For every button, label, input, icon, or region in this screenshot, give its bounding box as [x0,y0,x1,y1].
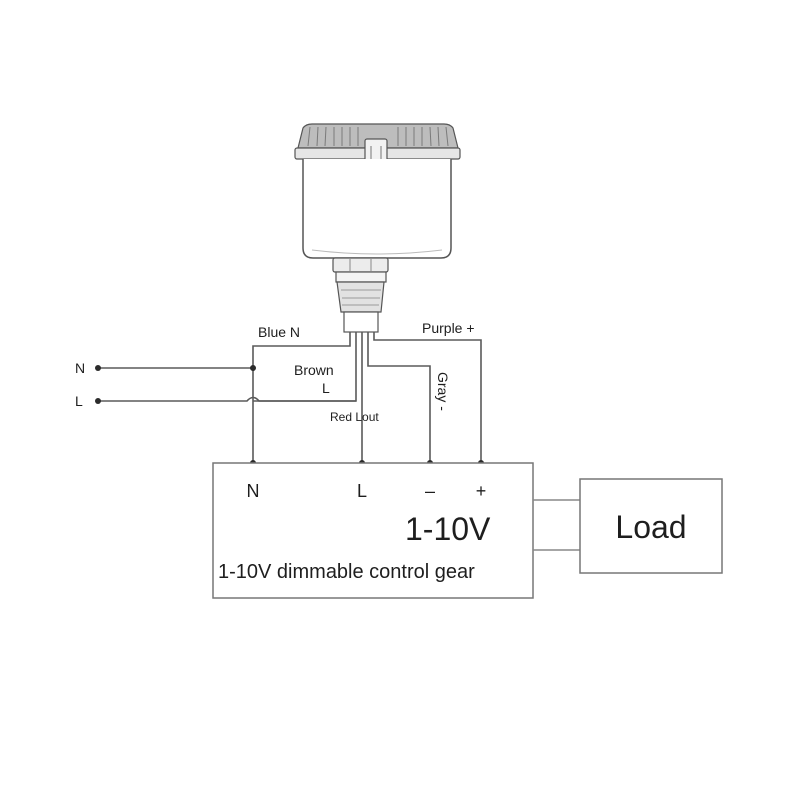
control-gear-box [212,462,534,599]
wire-label-brown-l: L [322,380,330,396]
wire-label-purple: Purple + [422,320,475,336]
load: Load [579,478,723,574]
control-gear: N L – + 1-10V 1-10V dimmable control gea… [212,462,534,599]
cable-sleeve [343,311,379,333]
terminal-label-n: N [247,481,260,501]
supply-label-n: N [75,360,85,376]
wire-label-red: Red Lout [330,410,379,424]
sensor-device [294,123,461,333]
sensor-body [302,159,452,259]
terminal-label-l: L [357,481,367,501]
cable-gland-seal [336,281,385,313]
wire-label-gray: Gray - [435,372,451,411]
wire-label-blue: Blue N [258,324,300,340]
cable-gland-body [335,271,387,283]
wire-blue-n [252,332,351,463]
sensor-cap-ribs [307,126,449,147]
control-gear-type: 1-10V [405,511,491,547]
junction-n-node [250,365,256,371]
terminal-label-minus: – [425,481,435,501]
control-gear-description: 1-10V dimmable control gear [218,561,475,583]
wire-labels: N L Blue N Brown L Red Lout Gray - Purpl… [75,320,475,424]
load-box [579,478,723,574]
wire-gray-minus [367,332,431,463]
supply-line-l [98,396,356,402]
gear-load-connection [533,499,580,551]
sensor-cap [297,123,459,149]
supply-label-l: L [75,393,83,409]
junction-supply-l-start [95,398,101,404]
wire-purple-plus [373,332,482,463]
junction-supply-n-start [95,365,101,371]
wire-label-brown: Brown [294,362,334,378]
cable-gland-nut [332,257,389,273]
wires [98,332,482,463]
junctions [95,365,484,466]
terminal-label-plus: + [476,481,487,501]
load-label: Load [615,509,686,545]
